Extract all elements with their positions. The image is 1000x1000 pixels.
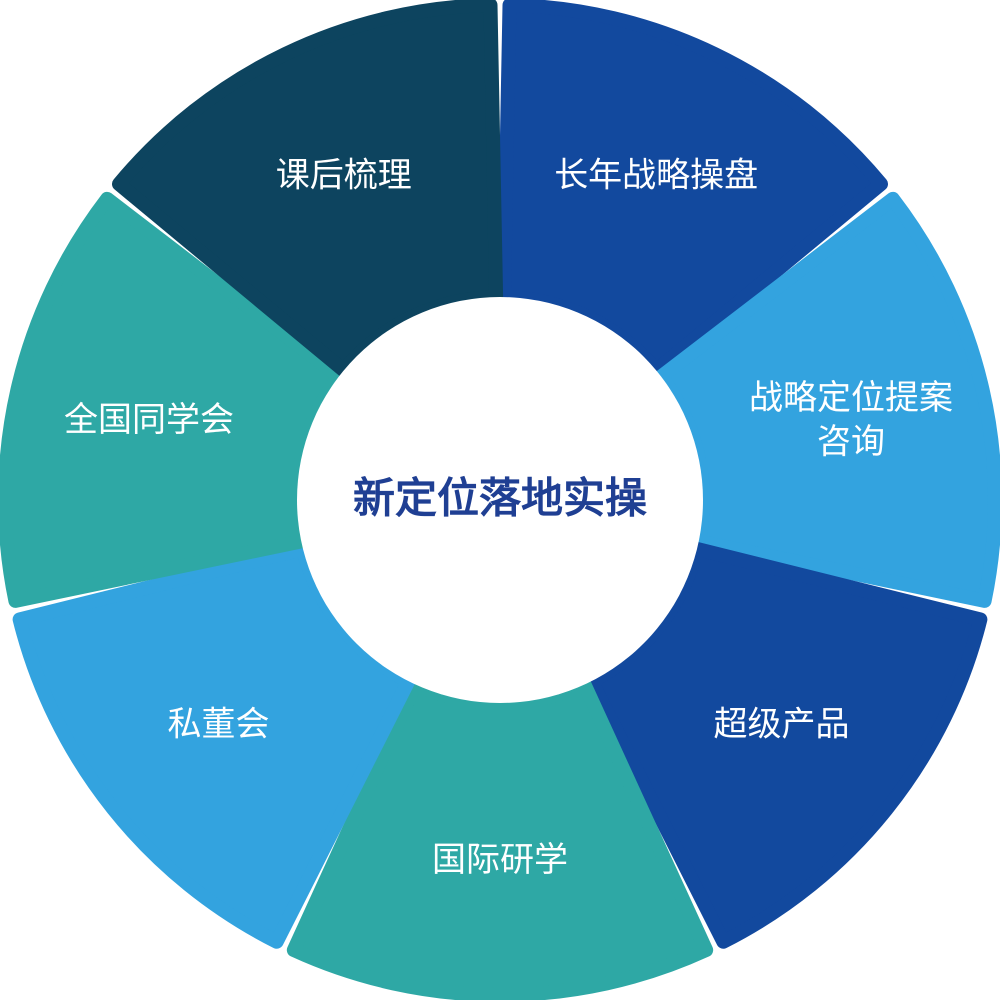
center-hub xyxy=(297,297,703,703)
segment-alumni-meetup: 全国同学会 xyxy=(0,191,346,608)
center-title: 新定位落地实操 xyxy=(353,474,647,523)
segment-label: 超级产品 xyxy=(713,704,849,744)
segment-label: 咨询 xyxy=(817,422,885,462)
segment-label: 长年战略操盘 xyxy=(554,156,758,196)
segment-label: 私董会 xyxy=(168,704,270,744)
segment-label: 战略定位提案 xyxy=(749,378,953,418)
segment-label: 全国同学会 xyxy=(64,400,234,440)
segment-label: 国际研学 xyxy=(432,840,568,880)
segment-label: 课后梳理 xyxy=(276,156,412,196)
